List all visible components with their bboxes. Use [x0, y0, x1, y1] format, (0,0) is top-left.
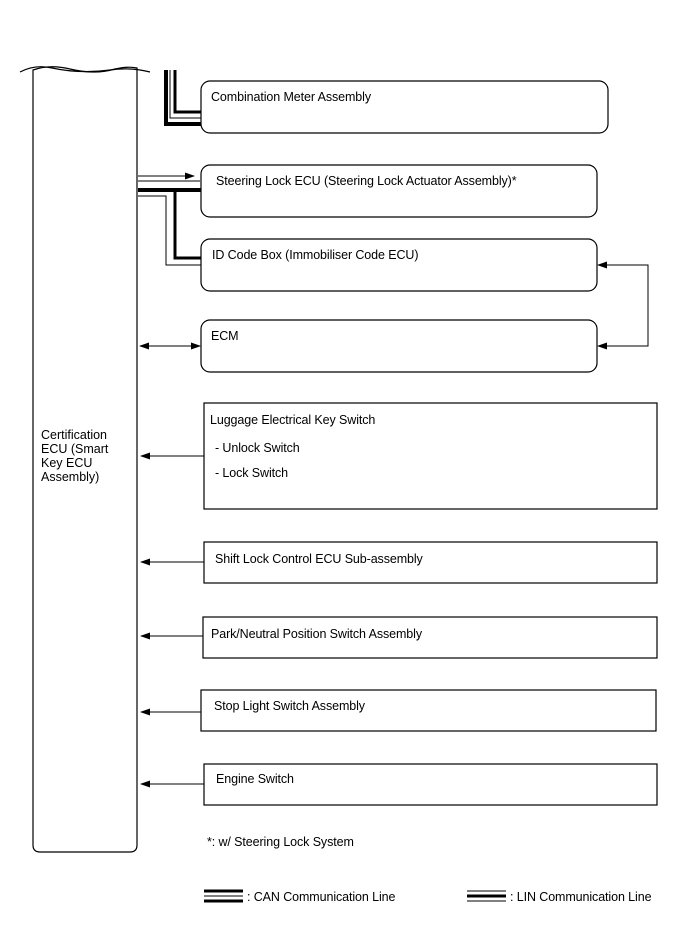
id-code-box	[200, 238, 598, 292]
combination-meter-label: Combination Meter Assembly	[211, 90, 371, 104]
footnote: *: w/ Steering Lock System	[207, 835, 354, 849]
stop-light-label: Stop Light Switch Assembly	[214, 699, 365, 713]
steering-lock-label: Steering Lock ECU (Steering Lock Actuato…	[216, 174, 517, 188]
unlock-switch-label: - Unlock Switch	[215, 441, 300, 455]
idcode-ecm-link	[597, 261, 649, 350]
certification-ecu-box	[32, 66, 138, 853]
park-neutral-box	[202, 616, 658, 659]
lin-line-steering-lock	[138, 172, 201, 266]
engine-switch-box	[203, 763, 658, 806]
can-line-meter	[164, 70, 202, 126]
legend-lin-symbol	[467, 890, 506, 902]
combination-meter-box	[200, 80, 609, 134]
shift-lock-box	[203, 541, 658, 584]
ecm-box	[200, 319, 598, 373]
shift-lock-label: Shift Lock Control ECU Sub-assembly	[215, 552, 423, 566]
engine-switch-label: Engine Switch	[216, 772, 294, 786]
ecm-label: ECM	[211, 329, 239, 343]
stop-light-box	[200, 689, 657, 732]
certification-ecu-label: Certification ECU (Smart Key ECU Assembl…	[41, 428, 109, 484]
steering-lock-box	[200, 164, 598, 218]
legend-lin-label: : LIN Communication Line	[510, 890, 652, 904]
luggage-switch-title: Luggage Electrical Key Switch	[210, 413, 376, 427]
legend-can-symbol	[204, 889, 243, 903]
park-neutral-label: Park/Neutral Position Switch Assembly	[211, 627, 422, 641]
break-line	[19, 66, 151, 73]
legend-can-label: : CAN Communication Line	[247, 890, 396, 904]
id-code-box-label: ID Code Box (Immobiliser Code ECU)	[212, 248, 419, 262]
lock-switch-label: - Lock Switch	[215, 466, 289, 480]
